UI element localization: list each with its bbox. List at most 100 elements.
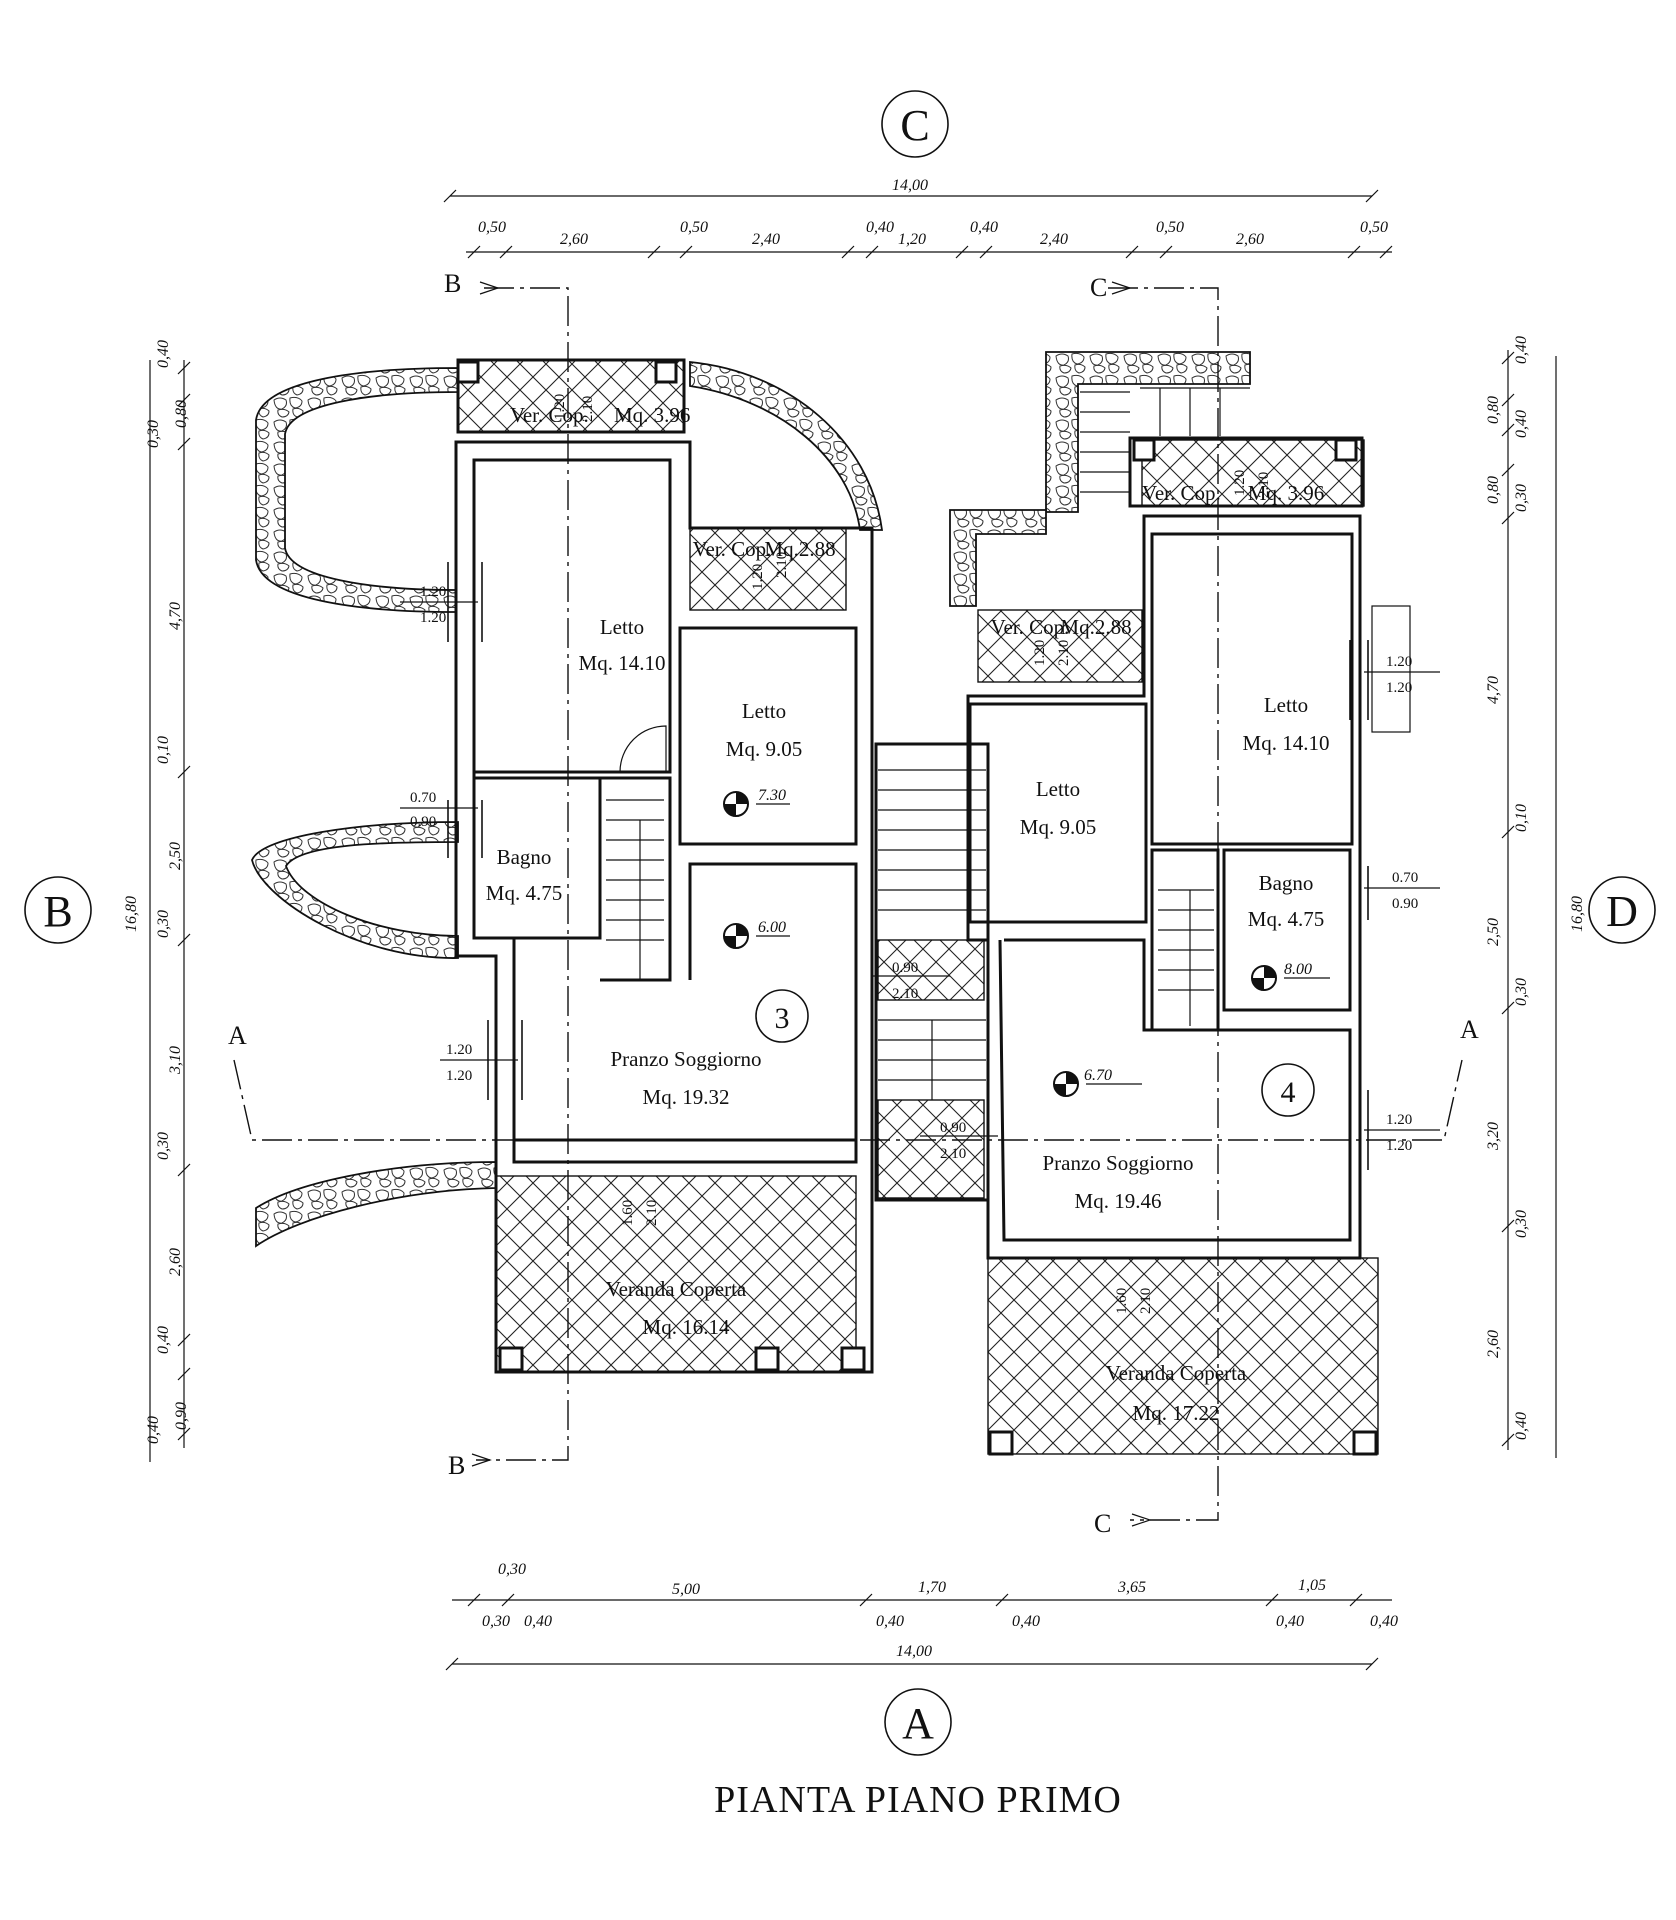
section-line-c <box>1108 287 1219 1521</box>
dim-bottom-upper: 0,30 <box>498 1561 526 1578</box>
room-area: Mq. 19.32 <box>643 1085 730 1109</box>
room-area: Mq. 9.05 <box>1020 815 1096 839</box>
hatch-right-ver-cop-top <box>1141 439 1365 507</box>
room-name: Ver. Cop. <box>991 615 1070 639</box>
dim-top-part: 0,50 <box>680 219 708 236</box>
drawing-title: PIANTA PIANO PRIMO <box>714 1779 1122 1821</box>
section-arrow-b-top <box>479 281 500 295</box>
pillars <box>456 360 1378 1456</box>
unit-right <box>966 387 1411 1260</box>
wall <box>456 358 686 434</box>
axis-marker-right: D <box>1588 876 1656 944</box>
dim-top-part: 0,40 <box>866 219 894 236</box>
opening-dim: 1.20 <box>1386 1138 1412 1154</box>
dimension-top: 14,00 0,50 2,60 0,50 2,40 0,40 1,20 0,40… <box>443 177 1393 259</box>
level-mark-right-bagno <box>1251 965 1330 991</box>
wall-stair-box <box>1150 848 1220 1032</box>
room-name: Bagno <box>1259 871 1314 895</box>
dim-tick <box>1365 1657 1379 1671</box>
room-dim-w: 1.20 <box>1032 640 1048 666</box>
level-mark-right-pranzo <box>1053 1071 1142 1097</box>
dim-left-part: 0,30 <box>145 420 162 448</box>
dim-bottom-lower: 0,40 <box>1370 1613 1398 1630</box>
stone-arc-mid <box>251 821 459 959</box>
room-area: Mq. 3.96 <box>614 403 690 427</box>
dim-ticks <box>467 245 1393 259</box>
room-name: Letto <box>1264 693 1308 717</box>
wall-pranzo <box>1004 938 1214 1032</box>
room-area: Mq.2.88 <box>1060 615 1131 639</box>
stone-arc-bottom <box>255 1161 497 1248</box>
hatch-stair-upper <box>877 939 985 1001</box>
dim-bottom-total: 14,00 <box>896 1643 932 1660</box>
wall-outer <box>454 440 874 1374</box>
room-area: Mq. 19.46 <box>1075 1189 1162 1213</box>
room-name: Ver. Cop. <box>693 537 772 561</box>
opening-dim: 1.20 <box>420 610 446 626</box>
dim-right-total: 16,80 <box>1569 896 1586 932</box>
opening-dim: 0.90 <box>940 1120 966 1136</box>
room-dim-h: 2.10 <box>1138 1288 1154 1314</box>
room-dim-h: 2.10 <box>1256 472 1272 498</box>
dim-ticks <box>467 1593 1363 1607</box>
wall-pranzo <box>512 862 858 1142</box>
unit-number-left: 3 <box>775 1002 790 1035</box>
dimension-right: 16,80 0,40 0,80 0,40 0,80 0,30 4,70 0,10… <box>1485 336 1586 1458</box>
dim-top-part: 0,50 <box>1156 219 1184 236</box>
room-area: Mq. 14.10 <box>579 651 666 675</box>
dim-right-part: 0,10 <box>1513 804 1530 832</box>
dim-bottom-lower: 0,40 <box>1276 1613 1304 1630</box>
room-name: Letto <box>600 615 644 639</box>
dim-left-part: 2,50 <box>167 842 184 870</box>
dim-left-part: 0,90 <box>173 1402 190 1430</box>
opening-dim: 0.90 <box>410 814 436 830</box>
dim-left-part: 0,40 <box>155 1326 172 1354</box>
dim-top-part: 1,20 <box>898 231 926 248</box>
dim-right-part: 0,40 <box>1513 410 1530 438</box>
section-label-a-right: A <box>1460 1015 1479 1044</box>
opening-dim: 1.20 <box>1386 680 1412 696</box>
dim-right-part: 0,30 <box>1513 484 1530 512</box>
section-lines <box>233 281 1463 1527</box>
unit-left <box>447 358 874 1374</box>
windows-left <box>447 562 523 1100</box>
dim-top-total: 14,00 <box>892 177 928 194</box>
room-area: Mq. 16.14 <box>643 1315 730 1339</box>
stairs-left-internal <box>606 799 664 980</box>
level-left-pranzo: 6.00 <box>758 919 786 936</box>
dim-right-part: 0,40 <box>1513 1412 1530 1440</box>
dim-left-part: 0,40 <box>145 1416 162 1444</box>
stone-walls <box>251 351 1251 1248</box>
dim-left-part: 0,40 <box>155 340 172 368</box>
section-label-c-top: C <box>1090 273 1107 302</box>
level-markers: 7.30 6.00 6.70 8.00 <box>723 787 1330 1097</box>
dim-right-part: 3,20 <box>1485 1122 1502 1151</box>
room-name: Letto <box>1036 777 1080 801</box>
level-right-bagno: 8.00 <box>1284 961 1312 978</box>
stone-arc-top <box>255 367 459 613</box>
dim-top-part: 0,50 <box>1360 219 1388 236</box>
dim-bottom-lower: 0,40 <box>524 1613 552 1630</box>
dim-left-part: 0,30 <box>155 1132 172 1160</box>
room-area: Mq. 4.75 <box>1248 907 1324 931</box>
opening-dim: 0.90 <box>1392 896 1418 912</box>
dim-left-part: 3,10 <box>167 1046 184 1075</box>
room-area: Mq. 4.75 <box>486 881 562 905</box>
dim-bottom-upper: 3,65 <box>1117 1579 1146 1596</box>
dim-right-part: 0,30 <box>1513 1210 1530 1238</box>
dim-right-part: 0,30 <box>1513 978 1530 1006</box>
room-area: Mq. 9.05 <box>726 737 802 761</box>
dim-left-part: 0,10 <box>155 736 172 764</box>
axis-label-top: C <box>900 101 929 150</box>
section-line-b <box>476 287 569 1461</box>
hatch-left-ver-cop-top <box>457 359 685 433</box>
room-area: Mq. 17.22 <box>1133 1401 1220 1425</box>
wall-letto-big <box>472 458 672 774</box>
room-area: Mq. 14.10 <box>1243 731 1330 755</box>
wall-bagno <box>1222 848 1352 1012</box>
section-arrow-c-bottom <box>1131 1513 1152 1527</box>
dim-bottom-lower: 0,40 <box>876 1613 904 1630</box>
dim-right-part: 0,80 <box>1485 396 1502 424</box>
room-dim-w: 1.60 <box>620 1200 636 1226</box>
